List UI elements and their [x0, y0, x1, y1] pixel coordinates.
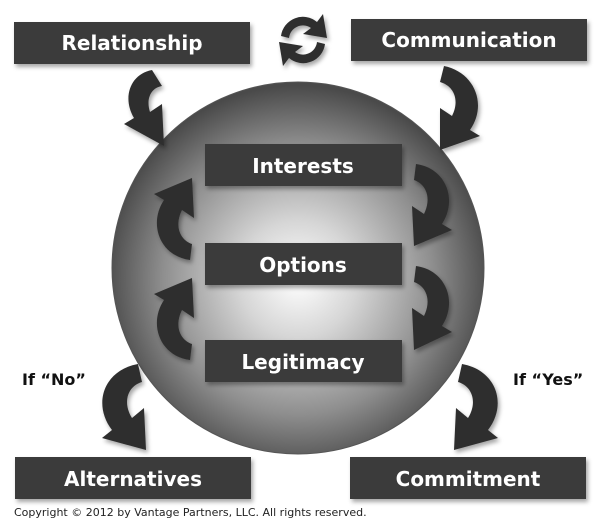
if-no-label: If “No”	[22, 370, 86, 389]
alternatives-box: Alternatives	[15, 457, 251, 499]
curved-arrow-icon	[440, 66, 480, 150]
curved-arrow-icon	[102, 364, 146, 450]
commitment-box: Commitment	[350, 457, 586, 499]
curved-arrow-icon	[454, 364, 498, 450]
relationship-label: Relationship	[61, 31, 202, 55]
refresh-icon	[279, 14, 327, 66]
curved-arrow-icon	[124, 70, 164, 146]
curved-arrow-icon	[154, 278, 194, 360]
legitimacy-box: Legitimacy	[205, 340, 402, 382]
options-box: Options	[205, 243, 402, 285]
copyright-notice: Copyright © 2012 by Vantage Partners, LL…	[14, 506, 367, 519]
relationship-box: Relationship	[14, 22, 250, 64]
alternatives-label: Alternatives	[64, 467, 202, 491]
legitimacy-label: Legitimacy	[241, 350, 364, 374]
communication-box: Communication	[351, 19, 587, 61]
options-label: Options	[259, 253, 347, 277]
communication-label: Communication	[381, 28, 556, 52]
if-yes-label: If “Yes”	[513, 370, 583, 389]
curved-arrow-icon	[412, 266, 452, 350]
curved-arrow-icon	[154, 178, 194, 260]
commitment-label: Commitment	[396, 467, 541, 491]
curved-arrow-icon	[412, 164, 452, 246]
interests-box: Interests	[205, 144, 402, 186]
interests-label: Interests	[252, 154, 354, 178]
